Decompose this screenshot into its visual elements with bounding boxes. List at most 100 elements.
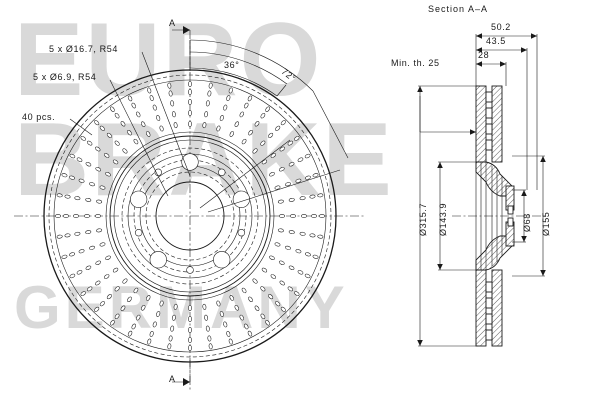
dim-inner-friction-diameter: Ø143.9 — [438, 202, 448, 236]
drilled-hole — [69, 273, 76, 279]
drilled-hole — [299, 231, 306, 236]
drilled-hole — [309, 194, 316, 199]
drilled-hole — [207, 335, 212, 342]
drilled-hole — [239, 314, 244, 321]
drilled-hole — [131, 323, 136, 330]
hat-outer-circle-2 — [113, 139, 267, 293]
drilled-hole — [84, 214, 91, 218]
drilled-hole — [205, 100, 210, 107]
drilled-hole — [247, 95, 253, 102]
drilled-hole — [105, 172, 111, 177]
angle-36-label: 36° — [224, 60, 240, 70]
dim-hat-offset: 43.5 — [486, 36, 506, 46]
drilled-hole — [305, 175, 311, 180]
drilled-hole — [173, 303, 178, 310]
drilled-hole — [216, 125, 221, 132]
drilled-hole — [223, 104, 228, 111]
drilled-hole — [317, 193, 324, 198]
drilled-hole — [205, 325, 210, 332]
section-upper-inner-wall — [491, 85, 503, 163]
drilled-hole — [171, 111, 176, 118]
section-line-a-a — [172, 26, 191, 386]
min-thickness-leader — [419, 96, 476, 135]
drilled-hole — [204, 314, 209, 321]
drilled-hole — [309, 233, 316, 238]
drilled-hole — [204, 111, 209, 118]
drilled-hole — [280, 306, 286, 312]
drilled-hole — [260, 140, 266, 146]
drilled-hole — [122, 278, 128, 284]
drilled-hole — [247, 330, 253, 337]
drilled-hole — [110, 106, 115, 112]
drilled-hole — [226, 95, 231, 101]
drilled-hole — [252, 278, 258, 284]
drilled-hole — [127, 330, 133, 337]
drilled-hole — [89, 245, 95, 250]
drilled-hole — [85, 197, 92, 202]
drilled-hole — [229, 131, 234, 137]
drilled-hole — [261, 159, 268, 165]
drilled-hole — [114, 113, 120, 119]
drilled-hole — [147, 338, 152, 345]
drilled-hole — [112, 159, 119, 165]
dim-disc-thickness: 28 — [478, 50, 490, 60]
drilled-hole — [288, 197, 295, 202]
drilled-hole — [202, 122, 207, 129]
friction-band-inner — [105, 131, 275, 301]
drilled-hole — [149, 95, 154, 101]
callout-small-holes: 5 x Ø6.9, R54 — [33, 72, 97, 82]
drilled-hole — [260, 286, 266, 292]
friction-band-outer — [53, 79, 327, 353]
drilled-hole — [288, 265, 295, 270]
section-upper-outer-wall — [475, 85, 487, 163]
drilled-hole — [188, 81, 192, 88]
drilled-hole — [133, 287, 139, 294]
drilled-hole — [56, 193, 63, 198]
drilled-hole — [85, 162, 92, 167]
drilled-hole — [80, 136, 86, 141]
drilled-hole — [106, 294, 112, 300]
drilled-hole — [278, 214, 285, 218]
drilled-hole — [188, 327, 192, 334]
drilled-hole — [127, 296, 132, 303]
drilled-hole — [312, 254, 319, 259]
drilled-hole — [285, 245, 291, 250]
drilled-hole — [305, 252, 311, 257]
drilled-hole — [274, 185, 281, 190]
drilled-hole — [188, 316, 192, 323]
drilled-hole — [159, 300, 164, 307]
drilled-hole — [288, 230, 295, 235]
drilled-hole — [94, 120, 100, 126]
drilled-hole — [297, 157, 304, 162]
drilled-hole — [207, 90, 212, 97]
drilled-hole — [312, 173, 319, 178]
drilled-hole — [61, 254, 68, 259]
drilled-hole — [149, 331, 154, 337]
small-hole — [134, 228, 143, 237]
drilled-hole — [241, 287, 247, 294]
angle-dimension-arcs — [189, 39, 349, 159]
drilled-hole — [80, 291, 86, 296]
drilled-hole — [248, 296, 253, 303]
drilled-hole — [228, 87, 233, 94]
drilled-hole — [274, 242, 281, 247]
drilled-hole — [304, 153, 311, 159]
drilled-hole — [208, 82, 213, 89]
drilled-hole — [260, 113, 266, 119]
drilled-hole — [269, 172, 275, 177]
drilled-hole — [95, 260, 102, 265]
drilled-hole — [74, 196, 81, 201]
small-hole — [186, 266, 194, 274]
drilled-hole — [310, 214, 317, 218]
drilled-hole — [96, 228, 103, 233]
drilled-hole — [234, 121, 239, 128]
drilled-hole — [280, 120, 286, 126]
disc-outer-dashed-circle — [48, 74, 332, 358]
drilled-hole — [114, 140, 120, 146]
drilled-hole — [105, 255, 111, 260]
drilled-hole — [159, 125, 164, 132]
drilled-hole — [317, 234, 324, 239]
drilled-hole — [170, 325, 175, 332]
drilled-hole — [63, 214, 70, 218]
section-marker-top-label: A — [169, 18, 176, 28]
